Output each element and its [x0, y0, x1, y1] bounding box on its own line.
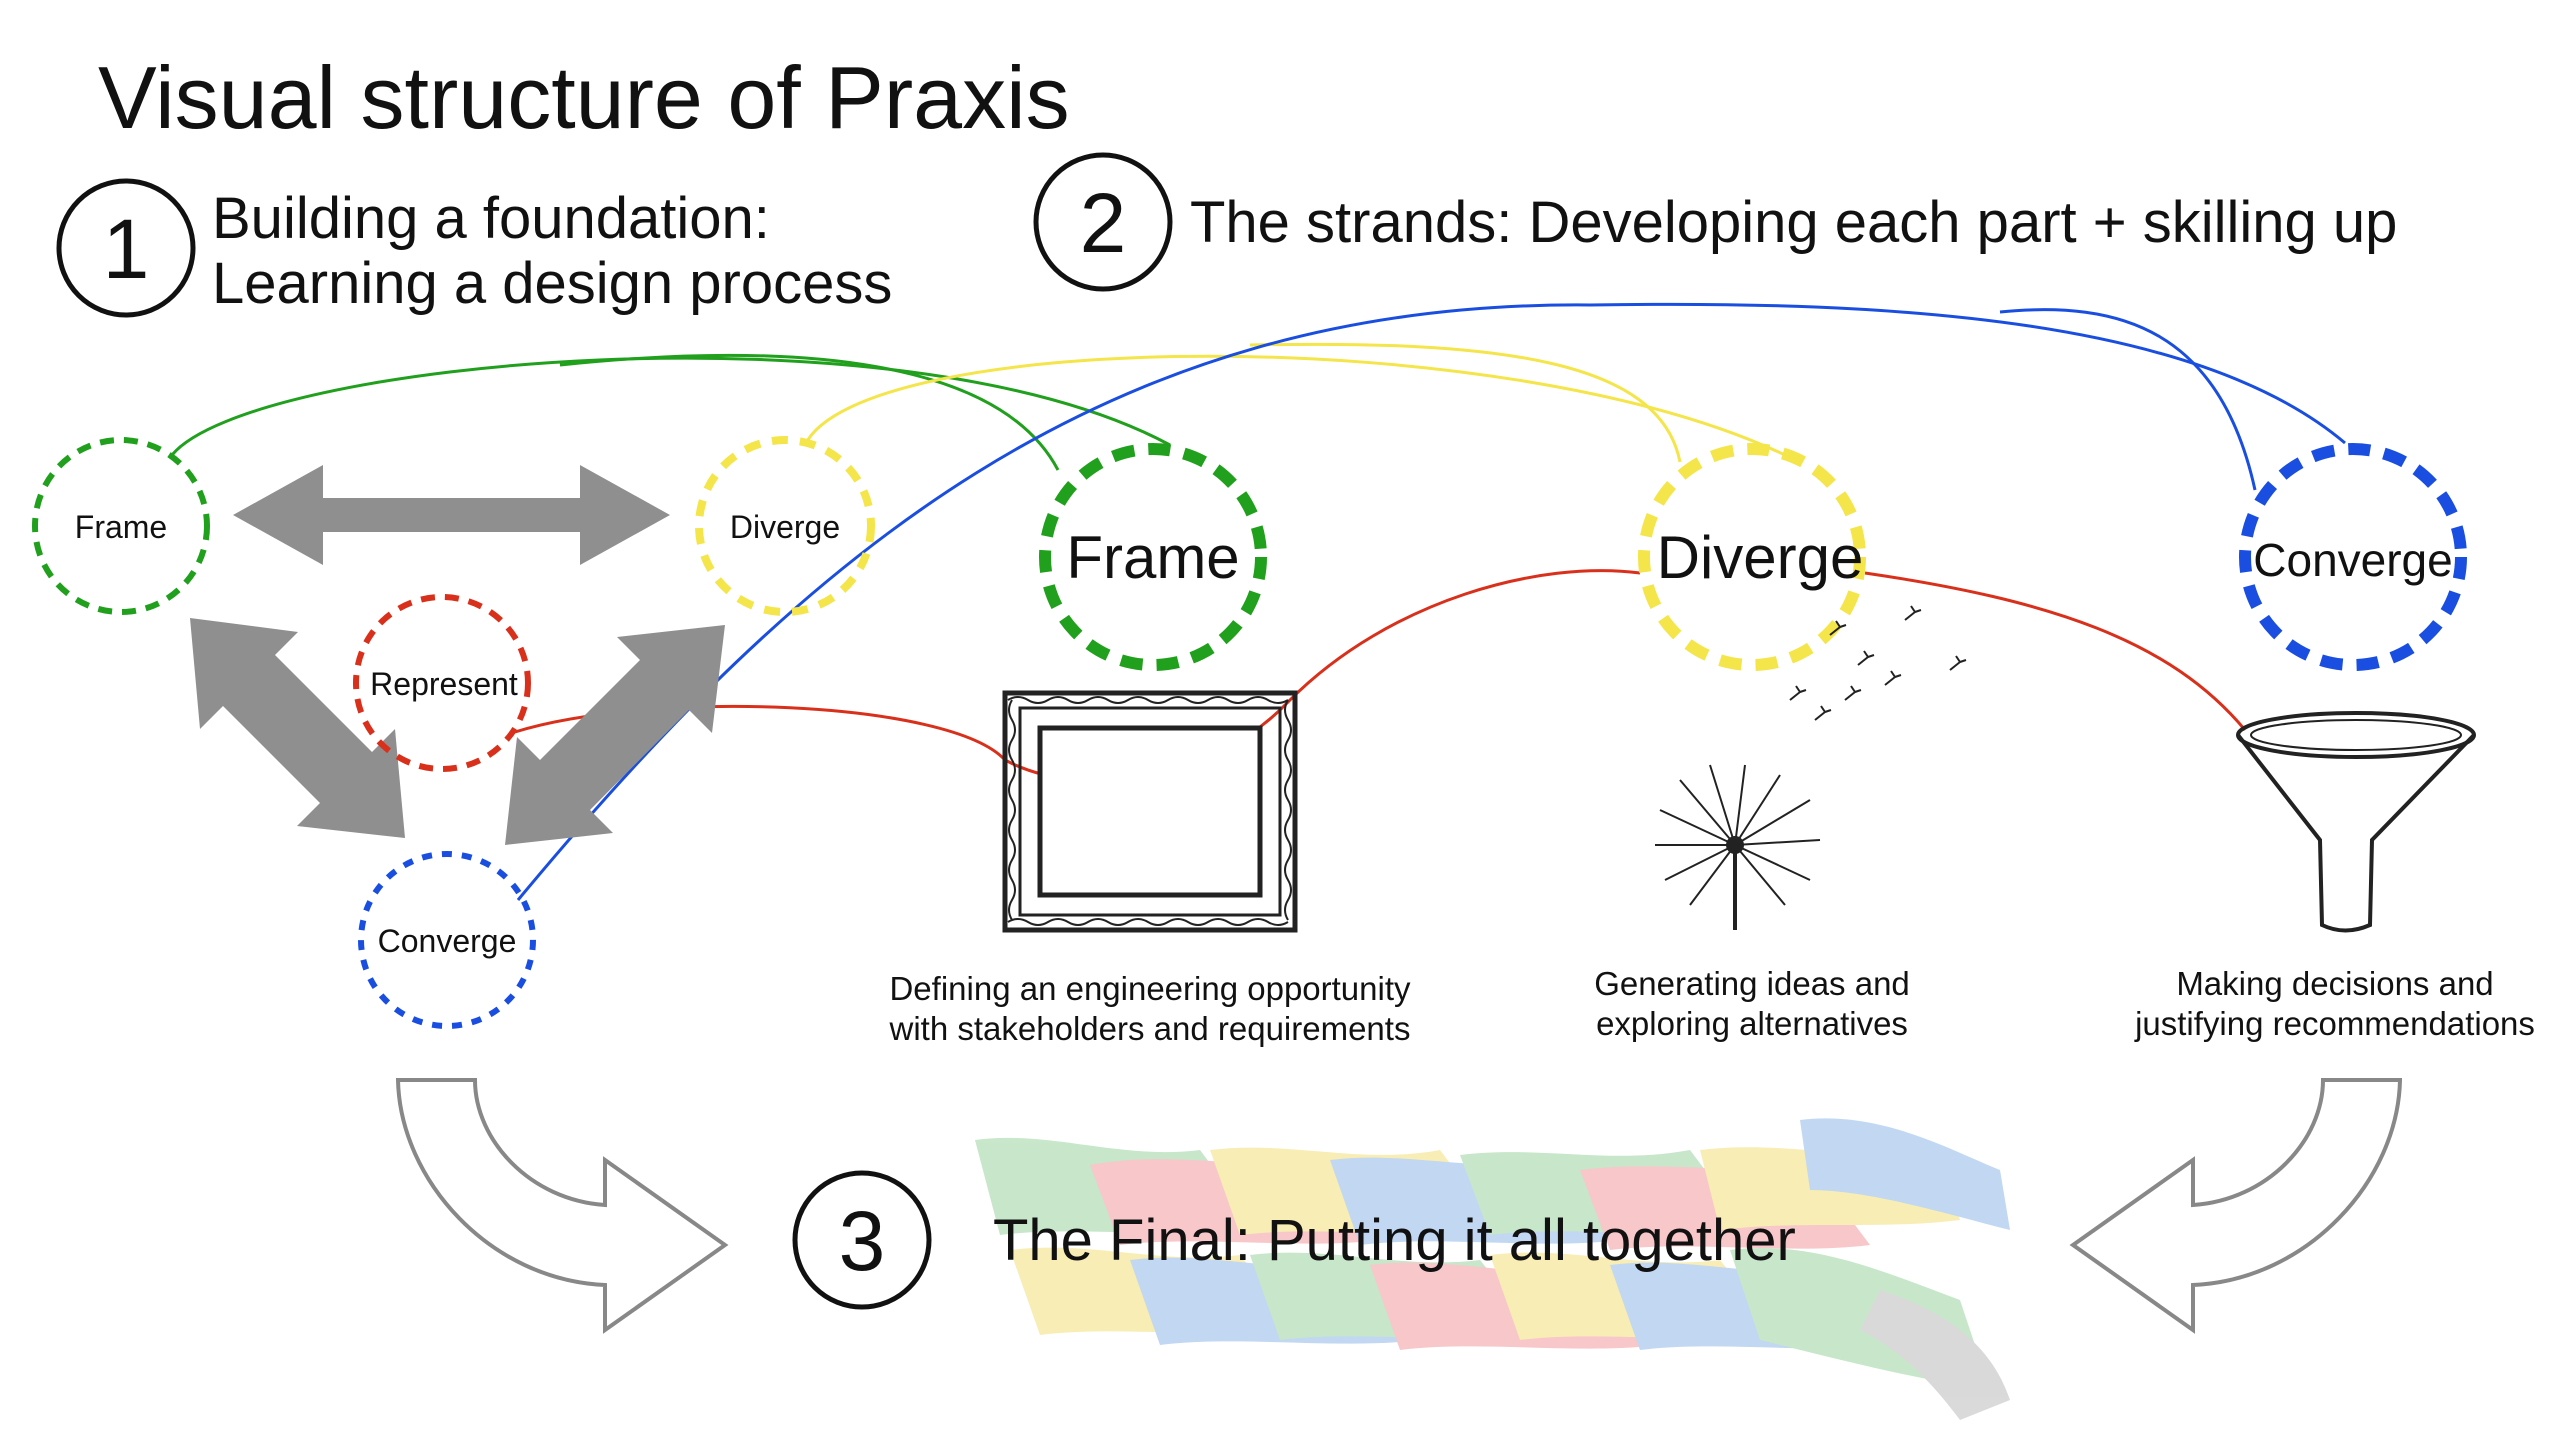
cycle-diverge-label: Diverge: [730, 509, 840, 545]
cycle-arrows: [190, 465, 725, 845]
diverge-converge-arrow: [505, 625, 725, 845]
strand-converge-circle: [2239, 443, 2467, 671]
picture-frame-icon: [1002, 690, 1298, 933]
step-3-text: The Final: Putting it all together: [993, 1208, 1796, 1273]
dandelion-icon: [1655, 605, 1967, 930]
strand-frame-circle: [1039, 443, 1267, 671]
page-title: Visual structure of Praxis: [98, 48, 1070, 147]
left-curved-arrow-icon: [395, 1078, 729, 1334]
cycle-represent-circle: [353, 594, 531, 772]
diverge-connector-curve: [803, 354, 1786, 457]
step-3-number-circle: [792, 1170, 932, 1310]
strand-diverge-circle: [1638, 443, 1866, 671]
strand-converge-caption-line-2: justifying recommendations: [2134, 1005, 2535, 1042]
strand-frame-label: Frame: [1066, 524, 1239, 591]
strand-frame: Frame Defining an engineering opportunit…: [889, 443, 1411, 1047]
floating-seeds: [1789, 605, 1967, 721]
step-1-number: 1: [103, 202, 150, 296]
step-2-number: 2: [1080, 176, 1127, 270]
strand-frame-caption-line-2: with stakeholders and requirements: [889, 1010, 1411, 1047]
strand-diverge-caption-line-1: Generating ideas and: [1594, 965, 1910, 1002]
cycle-diverge-circle: [695, 436, 875, 616]
cycle-converge-label: Converge: [378, 923, 517, 959]
braid-icon: [975, 1118, 2010, 1420]
represent-connector-curve-2: [1864, 571, 2247, 731]
cycle-converge-circle: [358, 851, 536, 1029]
strand-converge-caption-line-1: Making decisions and: [2176, 965, 2493, 1002]
step-2-number-circle: [1033, 152, 1173, 292]
cycle-represent-label: Represent: [370, 666, 518, 702]
step-2: 2 The strands: Developing each part + sk…: [1033, 152, 2397, 292]
right-curved-arrow-icon: [2069, 1078, 2403, 1334]
strand-diverge: Diverge: [1594, 443, 1967, 1042]
process-cycle: Frame Diverge Represent Converge: [32, 436, 875, 1029]
diverge-connector-curve-2: [1249, 342, 1682, 463]
frame-diverge-arrow: [233, 465, 670, 565]
frame-connector-curve: [170, 356, 1171, 456]
strand-converge-label: Converge: [2253, 534, 2452, 586]
step-1-line-2: Learning a design process: [212, 251, 892, 316]
funnel-icon: [2236, 711, 2476, 933]
step-3: 3 The Final: Putting it all together: [792, 1170, 1796, 1310]
strand-converge: Converge Making decisions and justifying…: [2134, 443, 2535, 1042]
cycle-frame-label: Frame: [75, 509, 167, 545]
frame-converge-arrow: [190, 618, 405, 838]
strand-diverge-caption-line-2: exploring alternatives: [1596, 1005, 1908, 1042]
step-1-line-1: Building a foundation:: [212, 186, 770, 251]
frame-connector-curve-2: [559, 353, 1060, 471]
converge-connector-curve-2: [1999, 308, 2257, 491]
step-1: 1 Building a foundation: Learning a desi…: [56, 178, 892, 318]
converge-connector-curve: [516, 302, 2346, 901]
strand-connectors: [170, 302, 2346, 901]
step-2-text: The strands: Developing each part + skil…: [1190, 190, 2397, 255]
strand-frame-caption-line-1: Defining an engineering opportunity: [889, 970, 1411, 1007]
step-3-number: 3: [839, 1194, 886, 1288]
strand-diverge-label: Diverge: [1657, 524, 1864, 591]
cycle-frame-circle: [32, 437, 210, 615]
step-1-number-circle: [56, 178, 196, 318]
